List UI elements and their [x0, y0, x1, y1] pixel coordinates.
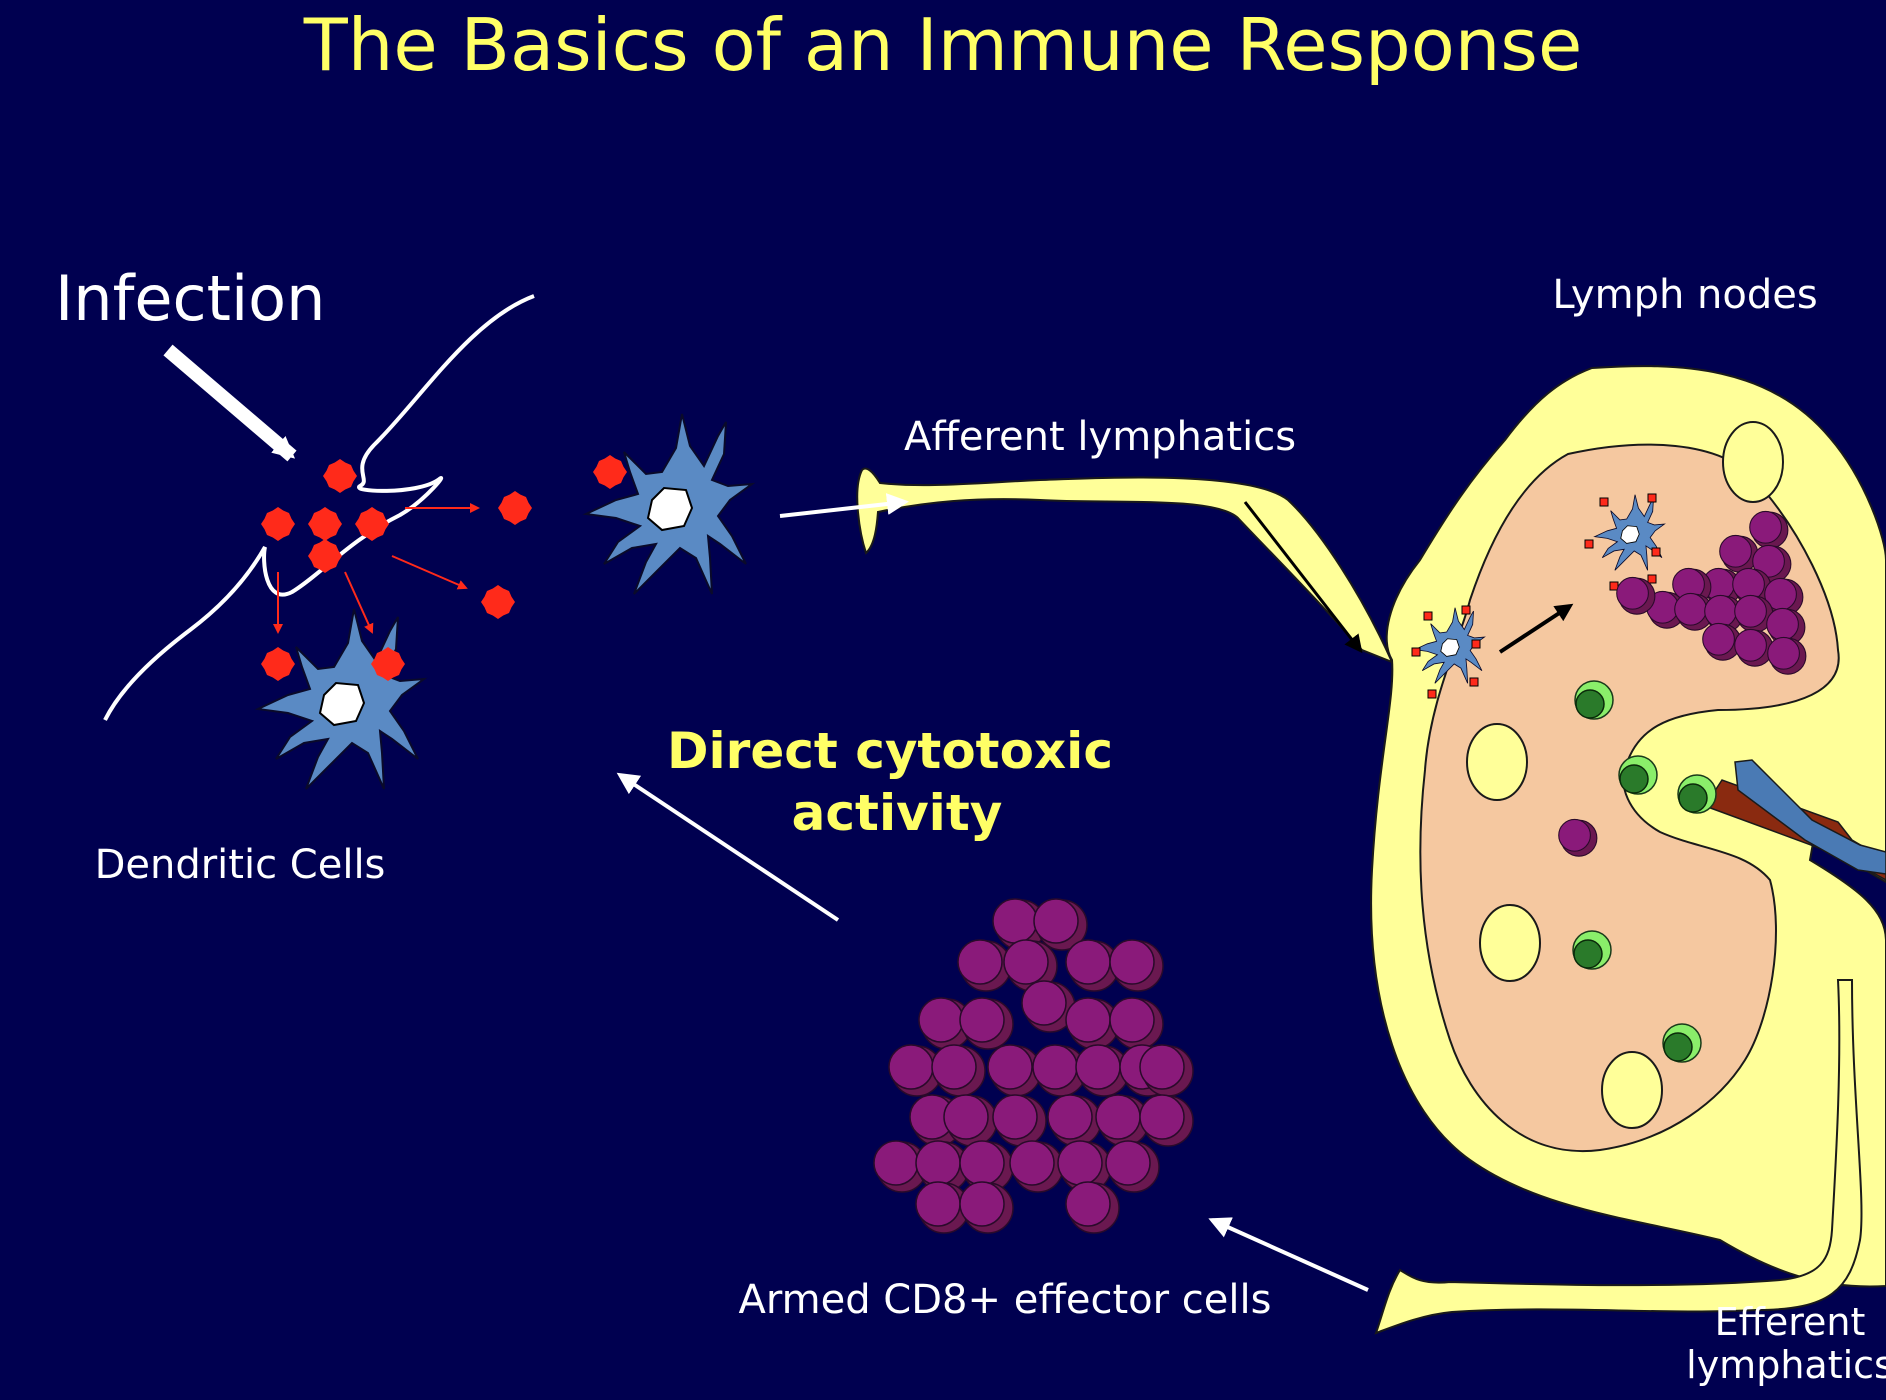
naive-cell: [1574, 680, 1614, 720]
pathogen: [261, 647, 295, 681]
armed-cd8-label: Armed CD8+ effector cells: [739, 1277, 1272, 1323]
afferent-lymphatics: Afferent lymphatics: [779, 414, 1394, 664]
cytotoxic-arrow: [616, 772, 840, 922]
pathogen: [481, 585, 515, 619]
effector-cell: [957, 939, 1012, 992]
naive-cell: [1662, 1023, 1702, 1063]
afferent-arrow: [779, 493, 909, 518]
naive-cell: [1572, 930, 1612, 970]
efferent-lymphatics: Efferent lymphatics: [1374, 979, 1886, 1387]
dendritic-cells-label: Dendritic Cells: [95, 842, 386, 888]
flow-arrow: [1243, 501, 1363, 654]
effector-cell: [1109, 997, 1164, 1050]
pathogen: [308, 507, 342, 541]
effector-cell: [1109, 939, 1164, 992]
effector-cell: [931, 1044, 986, 1097]
pathogen: [593, 455, 627, 489]
efferent-label-line2: lymphatics: [1686, 1343, 1886, 1387]
follicle: [1479, 904, 1541, 982]
dendritic-cell-migrating: [585, 413, 753, 595]
efferent-label-line1: Efferent: [1715, 1300, 1866, 1344]
activation-arrow: [1498, 603, 1574, 654]
naive-cell: [1677, 774, 1717, 814]
pathogen: [261, 507, 295, 541]
dendritic-cell: [257, 608, 425, 790]
pathogen-spread-arrow: [344, 571, 374, 634]
afferent-lymphatics-label: Afferent lymphatics: [904, 414, 1296, 460]
effector-cell: [992, 1094, 1047, 1147]
naive-cell: [1618, 755, 1658, 795]
direct-cytotoxic-label-line2: activity: [792, 784, 1003, 842]
follicle: [1466, 723, 1528, 801]
efferent-vessel: [1374, 979, 1863, 1335]
infection-arrow: [163, 344, 297, 462]
afferent-vessel: [856, 467, 1394, 664]
follicle: [1722, 421, 1784, 503]
pathogen: [308, 539, 342, 573]
infection-site: Infection Dendritic Cells: [55, 262, 753, 888]
lymph-node: Lymph nodes: [1370, 272, 1886, 1288]
direct-cytotoxic-label-line1: Direct cytotoxic: [667, 722, 1113, 780]
effector-cell: [959, 1181, 1014, 1234]
return-arrow: [1208, 1217, 1369, 1292]
follicle: [1601, 1051, 1663, 1129]
effector-cell: [1139, 1094, 1194, 1147]
pathogen: [498, 491, 532, 525]
infection-label: Infection: [55, 262, 325, 335]
slide-title: The Basics of an Immune Response: [303, 3, 1583, 87]
effector-cell: [1105, 1140, 1160, 1193]
vein: [1734, 759, 1886, 875]
pathogen-spread-arrow: [391, 555, 468, 590]
effector-cell: [1047, 1094, 1102, 1147]
effector-cell: [959, 997, 1014, 1050]
effector-cell: [1065, 1181, 1120, 1234]
pathogen: [323, 459, 357, 493]
pathogen: [355, 507, 389, 541]
armed-cd8-effector-cells: Armed CD8+ effector cells: [739, 898, 1272, 1323]
lymph-nodes-label: Lymph nodes: [1552, 272, 1817, 318]
wound-barrier: [103, 294, 535, 721]
effector-cell: [1009, 1140, 1064, 1193]
